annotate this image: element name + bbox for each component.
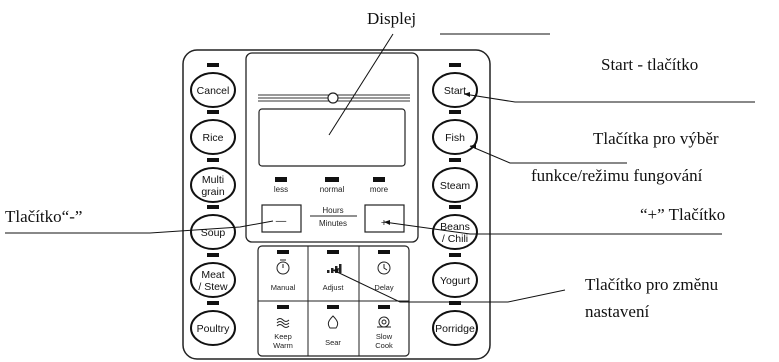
indicator-light bbox=[378, 305, 390, 309]
yogurt-button[interactable]: Yogurt bbox=[432, 253, 478, 298]
lcd-window bbox=[258, 108, 406, 167]
pressure-levels: less normal more bbox=[274, 177, 389, 194]
beans-chili-label: Beans bbox=[440, 221, 470, 233]
time-adjust-row: — Hours Minutes + bbox=[261, 204, 405, 233]
indicator-light bbox=[449, 301, 461, 305]
level-less: less bbox=[274, 185, 288, 194]
level-normal: normal bbox=[320, 185, 345, 194]
indicator-light bbox=[378, 250, 390, 254]
indicator-light bbox=[207, 110, 219, 114]
keep-warm-label: Keep bbox=[274, 332, 292, 341]
flame-icon bbox=[327, 315, 339, 329]
snail-icon bbox=[377, 316, 391, 328]
keep-warm-label-2: Warm bbox=[273, 341, 293, 350]
delay-label: Delay bbox=[374, 283, 393, 292]
steam-label: Steam bbox=[440, 180, 471, 192]
poultry-label: Poultry bbox=[197, 323, 230, 335]
clock-icon bbox=[377, 261, 391, 275]
indicator-light bbox=[449, 205, 461, 209]
callout-adjust-1: Tlačítko pro změnu bbox=[585, 275, 719, 294]
cancel-label: Cancel bbox=[197, 85, 230, 97]
meat-stew-label: Meat bbox=[201, 269, 224, 281]
plus-button[interactable] bbox=[364, 204, 405, 233]
indicator-light bbox=[449, 158, 461, 162]
callout-plus: “+” Tlačítko bbox=[640, 205, 726, 224]
indicator-light bbox=[207, 63, 219, 67]
display-indicator-icon bbox=[327, 92, 339, 104]
indicator-light bbox=[327, 250, 339, 254]
minutes-label: Minutes bbox=[319, 219, 347, 228]
callout-function-select-2: funkce/režimu fungování bbox=[531, 166, 703, 185]
soup-button[interactable]: Soup bbox=[190, 205, 236, 250]
indicator-light bbox=[449, 253, 461, 257]
sear-button[interactable]: Sear bbox=[325, 305, 341, 347]
start-label: Start bbox=[444, 85, 466, 97]
manual-label: Manual bbox=[271, 283, 296, 292]
cancel-button[interactable]: Cancel bbox=[190, 63, 236, 108]
rice-button[interactable]: Rice bbox=[190, 110, 236, 155]
steam-button[interactable]: Steam bbox=[432, 158, 478, 203]
delay-button[interactable]: Delay bbox=[374, 250, 394, 292]
sear-label: Sear bbox=[325, 338, 341, 347]
indicator-light bbox=[207, 205, 219, 209]
soup-label: Soup bbox=[201, 227, 226, 239]
porridge-button[interactable]: Porridge bbox=[432, 301, 478, 346]
manual-button[interactable]: Manual bbox=[271, 250, 296, 292]
indicator-light bbox=[277, 250, 289, 254]
fish-label: Fish bbox=[445, 132, 465, 144]
start-button[interactable]: Start bbox=[432, 63, 478, 108]
yogurt-label: Yogurt bbox=[440, 275, 470, 287]
indicator-light bbox=[277, 305, 289, 309]
fish-button[interactable]: Fish bbox=[432, 110, 478, 155]
indicator-light bbox=[327, 305, 339, 309]
poultry-button[interactable]: Poultry bbox=[190, 301, 236, 346]
callout-minus: Tlačítko“-” bbox=[5, 207, 83, 226]
indicator-light bbox=[449, 110, 461, 114]
porridge-label: Porridge bbox=[435, 323, 475, 335]
beans-chili-label-2: / Chili bbox=[442, 233, 468, 245]
adjust-label: Adjust bbox=[323, 283, 345, 292]
center-button-grid bbox=[257, 245, 410, 357]
slow-cook-label: Slow bbox=[376, 332, 393, 341]
hours-label: Hours bbox=[322, 206, 343, 215]
callout-start: Start - tlačítko bbox=[601, 55, 699, 74]
indicator-light bbox=[207, 301, 219, 305]
heat-waves-icon bbox=[276, 318, 290, 328]
multi-grain-label: Multi bbox=[202, 174, 224, 186]
callout-function-select-1: Tlačítka pro výběr bbox=[593, 129, 719, 148]
slow-cook-label-2: Cook bbox=[375, 341, 393, 350]
indicator-light bbox=[207, 253, 219, 257]
minus-button[interactable] bbox=[261, 204, 302, 233]
indicator-light bbox=[207, 158, 219, 162]
callout-adjust-2: nastavení bbox=[585, 302, 650, 321]
display-screen bbox=[245, 52, 419, 243]
meat-stew-label-2: / Stew bbox=[198, 281, 228, 293]
callout-display: Displej bbox=[367, 9, 417, 28]
minus-sign: — bbox=[276, 215, 287, 227]
callout-lines bbox=[5, 33, 755, 303]
plus-sign: + bbox=[381, 217, 387, 229]
level-more: more bbox=[370, 185, 389, 194]
indicator-light bbox=[449, 63, 461, 67]
rice-label: Rice bbox=[202, 132, 223, 144]
timer-icon bbox=[276, 259, 290, 275]
meat-stew-button[interactable]: Meat/ Stew bbox=[190, 253, 236, 298]
multi-grain-label-2: grain bbox=[201, 186, 225, 198]
